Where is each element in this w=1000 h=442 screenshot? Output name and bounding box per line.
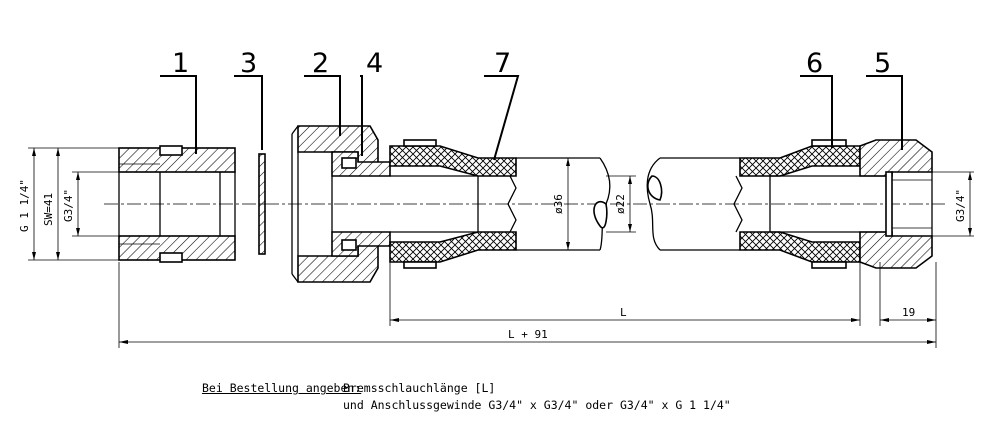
part-number-4: 4	[366, 48, 383, 79]
part-number-2: 2	[312, 48, 329, 79]
part-6-sleeve-right	[739, 139, 861, 269]
dim-thread-right: G3/4"	[954, 189, 967, 222]
hose-right	[646, 157, 743, 251]
dim-overall-length: L + 91	[508, 328, 548, 341]
dim-thread-outer: G 1 1/4"	[18, 179, 31, 232]
dim-end-length: 19	[902, 306, 915, 319]
part-number-6: 6	[806, 48, 823, 79]
part-1-union-nut	[118, 145, 236, 263]
horizontal-dimensions	[118, 262, 937, 348]
dim-length: L	[620, 306, 627, 319]
order-note-line1: Bremsschlauchlänge [L]	[343, 381, 496, 395]
hose-left	[507, 157, 611, 251]
dim-thread-left: G3/4"	[62, 189, 75, 222]
hose-diameter-dims	[566, 158, 636, 250]
part-number-7: 7	[494, 48, 511, 79]
part-5-fitting	[770, 139, 933, 269]
dim-hose-inner: ø22	[614, 194, 627, 214]
right-dimension	[932, 171, 974, 237]
left-dimensions	[28, 147, 119, 261]
part-4-nipple	[331, 151, 479, 257]
dim-hose-outer: ø36	[552, 194, 565, 214]
part-7-sleeve-left	[389, 139, 517, 269]
part-number-1: 1	[172, 48, 189, 79]
order-note-line2: und Anschlussgewinde G3/4" x G3/4" oder …	[343, 398, 731, 412]
dim-wrench-size: SW=41	[42, 193, 55, 226]
part-number-5: 5	[874, 48, 891, 79]
part-leaders	[160, 75, 903, 161]
part-3-gasket	[258, 153, 266, 255]
part-number-3: 3	[240, 48, 257, 79]
order-note-label: Bei Bestellung angeben:	[202, 381, 362, 395]
